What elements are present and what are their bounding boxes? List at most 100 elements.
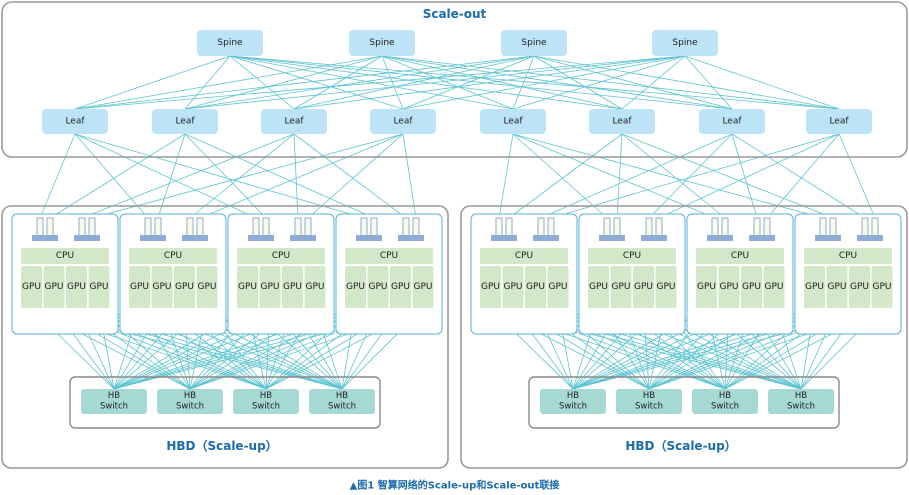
leaf-nic-link — [402, 133, 417, 219]
spine-leaf-link — [74, 55, 686, 110]
hbd-title: HBD（Scale-up） — [625, 438, 736, 453]
hb-switch-label-line1: HB — [643, 391, 655, 401]
nic-port — [402, 217, 410, 237]
cpu-block — [696, 248, 784, 264]
leaf-nic-link — [658, 133, 840, 219]
gpu-label: GPU — [549, 282, 568, 292]
nic-port — [753, 217, 761, 237]
gpu-block — [826, 266, 848, 308]
gpu-label: GPU — [90, 282, 109, 292]
gpu-label: GPU — [261, 282, 280, 292]
spine-leaf-link — [293, 55, 383, 110]
gpu-label: GPU — [720, 282, 739, 292]
spine-label: Spine — [521, 38, 547, 48]
gpu-block — [871, 266, 893, 308]
spine-leaf-link — [512, 55, 686, 110]
hb-switch-label-line1: HB — [567, 391, 579, 401]
leaf-nic-link — [74, 133, 365, 219]
hb-switch — [157, 389, 223, 414]
leaf-label: Leaf — [393, 117, 413, 127]
nic-port — [294, 217, 302, 237]
spine-leaf-link — [74, 55, 231, 110]
gpu-block — [741, 266, 762, 308]
gpu-block — [502, 266, 524, 308]
leaf-nic-link — [189, 133, 295, 219]
leaf-label: Leaf — [65, 117, 85, 127]
spine-label: Spine — [217, 38, 243, 48]
nic-port — [412, 217, 420, 237]
leaf-nic-link — [81, 133, 295, 219]
gpu-label: GPU — [850, 282, 869, 292]
gpu-label: GPU — [504, 282, 523, 292]
nic-card — [356, 235, 382, 241]
gpu-block — [763, 266, 785, 308]
cpu-label: CPU — [380, 251, 398, 261]
nic-port — [78, 217, 86, 237]
cpu-label: CPU — [839, 251, 857, 261]
nic-card — [74, 235, 100, 241]
cpu-block — [237, 248, 325, 264]
gpu-label: GPU — [67, 282, 86, 292]
gpu-label: GPU — [175, 282, 194, 292]
leaf-nic-link — [199, 133, 404, 219]
hb-switch — [309, 389, 375, 414]
gpu-block — [174, 266, 195, 308]
cpu-block — [21, 248, 109, 264]
leaf-nic-link — [184, 133, 375, 219]
gpu-block — [304, 266, 326, 308]
leaf-nic-link — [512, 133, 824, 219]
leaf-label: Leaf — [284, 117, 304, 127]
nic-port — [186, 217, 194, 237]
leaf-nic-link — [512, 133, 608, 219]
spine-leaf-link — [229, 55, 733, 110]
leaf-nic-link — [508, 133, 623, 219]
leaf-nic-link — [74, 133, 149, 219]
leaf-nic-link — [550, 133, 840, 219]
spine-leaf-link — [184, 55, 686, 110]
gpu-block — [367, 266, 389, 308]
leaf-nic-link — [540, 133, 733, 219]
spine-leaf-link — [229, 55, 404, 110]
spine-leaf-link — [621, 55, 686, 110]
hb-switch — [540, 389, 606, 414]
spine-leaf-link — [533, 55, 840, 110]
nic-port — [505, 217, 513, 237]
spine-leaf-link — [512, 55, 535, 110]
spine-leaf-link — [381, 55, 733, 110]
nic-card — [398, 235, 424, 241]
hbd-frame — [1, 205, 449, 469]
spine-leaf-link — [229, 55, 840, 110]
frames-layer — [1, 1, 908, 469]
gpu-block — [610, 266, 632, 308]
nic-card — [707, 235, 733, 241]
gpu-label: GPU — [153, 282, 172, 292]
spine-switch — [349, 30, 415, 56]
spine-leaf-link — [293, 55, 535, 110]
gpu-block — [151, 266, 173, 308]
nic-port — [645, 217, 653, 237]
hb-switch — [692, 389, 758, 414]
gpu-label: GPU — [765, 282, 784, 292]
leaf-nic-link — [616, 133, 623, 219]
cpu-block — [480, 248, 568, 264]
nic-card — [140, 235, 166, 241]
nic-card — [815, 235, 841, 241]
gpu-label: GPU — [612, 282, 631, 292]
leaf-nic-link — [293, 133, 299, 219]
gpu-block — [237, 266, 258, 308]
cpu-label: CPU — [164, 251, 182, 261]
gpu-label: GPU — [391, 282, 410, 292]
nic-port — [36, 217, 44, 237]
gpu-label: GPU — [130, 282, 149, 292]
gpu-block — [129, 266, 150, 308]
gpu-block — [547, 266, 569, 308]
gpu-label: GPU — [198, 282, 217, 292]
leaf-switch — [152, 109, 218, 134]
hb-switch-label-line2: Switch — [328, 402, 356, 412]
nic-port — [154, 217, 162, 237]
nic-port — [46, 217, 54, 237]
gpu-block — [390, 266, 411, 308]
hb-switch-label-line2: Switch — [787, 402, 815, 412]
leaf-nic-link — [648, 133, 733, 219]
